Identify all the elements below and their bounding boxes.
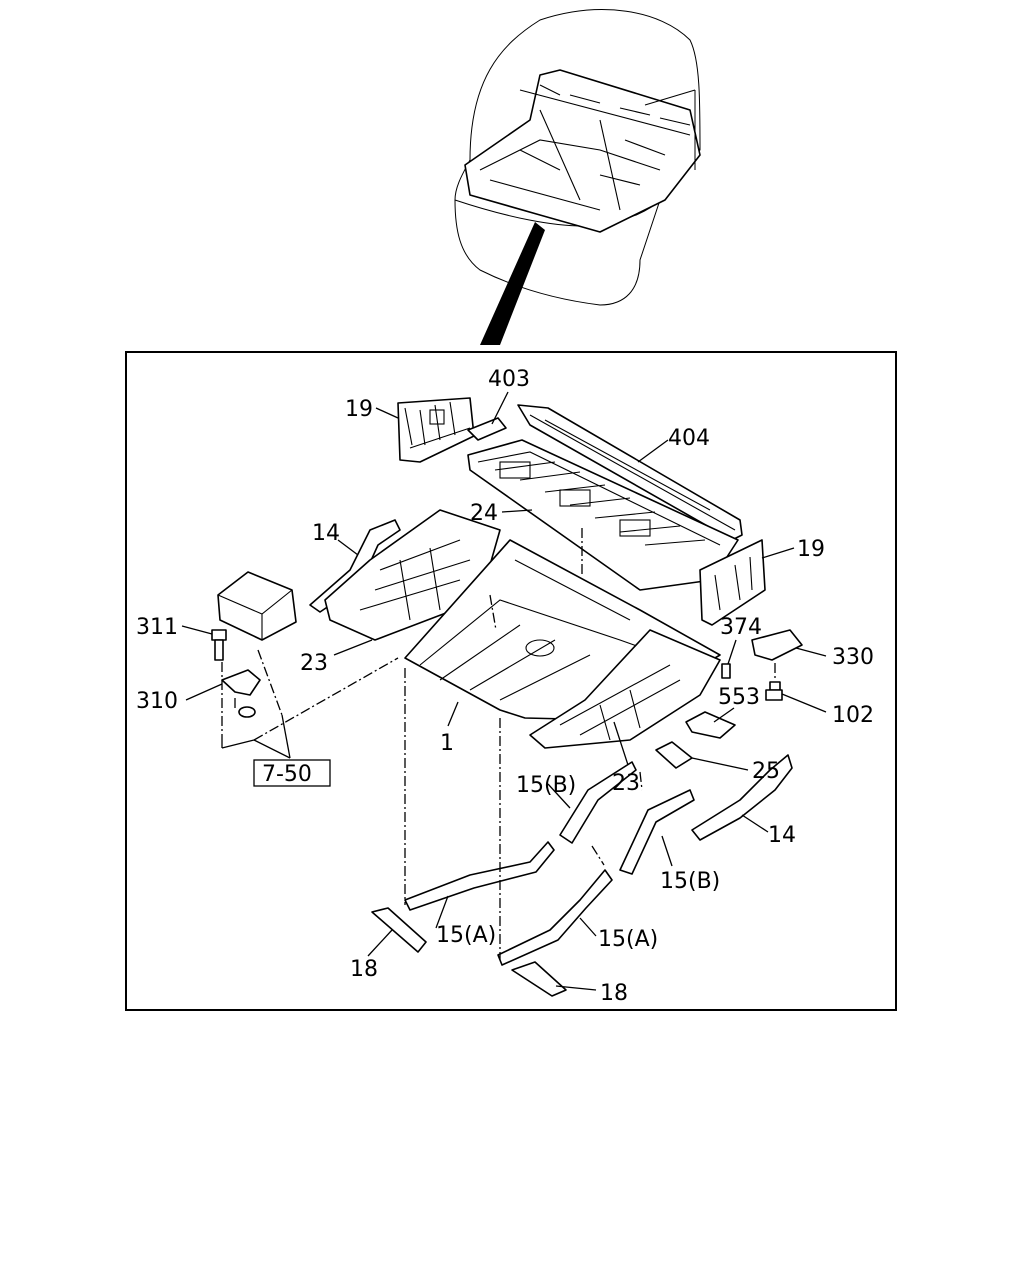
part-labels: 19 403 404 24 14 19 311 23 374 330 310 5… — [136, 367, 874, 1006]
ref-box-7-50 — [253, 759, 331, 787]
part-330 — [751, 629, 803, 661]
leader-lines — [181, 391, 827, 991]
label-15a-right: 15(A) — [598, 927, 658, 952]
part-19-left — [397, 397, 475, 463]
label-7-50: 7-50 — [262, 762, 312, 787]
label-374: 374 — [720, 615, 762, 640]
part-15a-left — [404, 841, 555, 911]
cab-overview — [454, 9, 701, 306]
label-310: 310 — [136, 689, 178, 714]
part-15b-left — [559, 761, 637, 844]
label-24: 24 — [470, 501, 498, 526]
part-19-right — [699, 539, 766, 626]
label-404: 404 — [668, 426, 710, 451]
label-14-right: 14 — [768, 823, 796, 848]
label-23-left: 23 — [300, 651, 328, 676]
part-14-right — [691, 754, 793, 841]
detail-frame — [125, 351, 897, 1011]
washer — [238, 706, 256, 718]
label-18-right: 18 — [600, 981, 628, 1006]
group-bracket — [221, 714, 291, 759]
label-15b-left: 15(B) — [516, 773, 576, 798]
label-403: 403 — [488, 367, 530, 392]
label-19-left: 19 — [345, 397, 373, 422]
part-374 — [721, 663, 731, 679]
label-15b-right: 15(B) — [660, 869, 720, 894]
label-18-left: 18 — [350, 957, 378, 982]
assembly-lines — [221, 528, 776, 960]
part-15a-right — [497, 869, 613, 966]
battery-box — [217, 571, 297, 641]
part-23-right — [529, 629, 721, 749]
part-310-bracket — [221, 669, 261, 696]
part-24 — [467, 439, 739, 591]
label-102: 102 — [832, 703, 874, 728]
callout-arrow — [480, 222, 545, 345]
part-15b-right — [619, 789, 695, 875]
part-311-bolt — [211, 629, 227, 661]
part-18-left — [371, 907, 427, 953]
part-18-right — [511, 961, 567, 997]
part-553 — [685, 711, 736, 739]
label-23-right: 23 — [612, 771, 640, 796]
label-15a-left: 15(A) — [436, 923, 496, 948]
part-25 — [655, 741, 693, 769]
label-19-right: 19 — [797, 537, 825, 562]
part-403 — [467, 417, 507, 441]
label-330: 330 — [832, 645, 874, 670]
label-1: 1 — [440, 731, 454, 756]
label-14-left: 14 — [312, 521, 340, 546]
part-404 — [517, 404, 743, 541]
label-553: 553 — [718, 685, 760, 710]
label-311: 311 — [136, 615, 178, 640]
label-25: 25 — [752, 759, 780, 784]
part-102 — [765, 681, 783, 701]
